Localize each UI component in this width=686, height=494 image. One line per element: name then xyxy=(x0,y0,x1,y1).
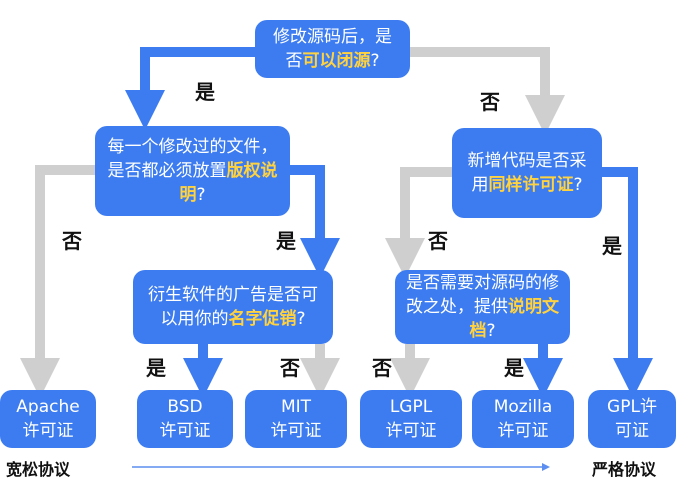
arrow-left-to-midleft xyxy=(290,165,340,278)
right-question-highlight: 同样许可证 xyxy=(488,175,574,195)
arrow-left-to-apache xyxy=(20,165,95,398)
bsd-license-box: BSD 许可证 xyxy=(137,390,233,448)
edge-label-right-gpl: 是 xyxy=(602,234,622,258)
edge-label-midright-mozilla: 是 xyxy=(504,356,524,380)
edge-label-midright-lgpl: 否 xyxy=(372,356,392,380)
mid-right-question-highlight: 说明文档 xyxy=(469,297,559,341)
lgpl-suffix: 许可证 xyxy=(385,421,437,441)
left-question-text: 每一个修改过的文件，是否都必须放置 xyxy=(107,137,278,181)
arrow-right-to-gpl xyxy=(602,167,653,398)
apache-license-box: Apache 许可证 xyxy=(0,390,96,448)
edge-label-mid-mit: 否 xyxy=(280,356,300,380)
mit-name: MIT xyxy=(280,397,312,417)
apache-suffix: 许可证 xyxy=(22,421,74,441)
edge-label-right-mid: 否 xyxy=(428,229,448,253)
arrow-right-to-midright xyxy=(385,167,452,278)
bsd-suffix: 许可证 xyxy=(159,421,211,441)
mid-right-question-mark: ? xyxy=(486,321,496,341)
edge-label-root-right: 否 xyxy=(480,90,500,114)
left-question-highlight: 版权说明 xyxy=(179,161,278,205)
left-question-mark: ? xyxy=(196,185,206,205)
mozilla-name: Mozilla xyxy=(493,397,553,417)
mid-left-question-box: 衍生软件的广告是否可以用你的名字促销? xyxy=(133,270,333,344)
mozilla-suffix: 许可证 xyxy=(497,421,549,441)
edge-label-left-apache: 否 xyxy=(62,229,82,253)
gpl-suffix: 可证 xyxy=(615,421,649,441)
apache-name: Apache xyxy=(16,397,80,417)
edge-label-root-left: 是 xyxy=(195,80,215,104)
edge-label-mid-bsd: 是 xyxy=(146,356,166,380)
root-question-highlight: 可以闭源 xyxy=(302,51,371,71)
left-question-box: 每一个修改过的文件，是否都必须放置版权说明? xyxy=(95,126,290,216)
mit-suffix: 许可证 xyxy=(270,421,322,441)
mozilla-license-box: Mozilla 许可证 xyxy=(472,390,574,448)
arrow-root-to-right xyxy=(410,47,565,135)
mid-left-question-text: 衍生软件的广告是否可以用你的 xyxy=(148,285,318,329)
gpl-name: GPL许 xyxy=(607,397,657,417)
lgpl-name: LGPL xyxy=(389,397,433,417)
root-question-mark: ? xyxy=(370,51,380,71)
mit-license-box: MIT 许可证 xyxy=(245,390,347,448)
mid-right-question-box: 是否需要对源码的修改之处，提供说明文档? xyxy=(395,270,570,344)
axis-label-strict: 严格协议 xyxy=(592,460,657,479)
arrow-root-to-left xyxy=(125,47,255,130)
root-question-text: 修改源码后，是否 xyxy=(273,27,392,71)
axis-label-permissive: 宽松协议 xyxy=(6,460,71,479)
right-question-box: 新增代码是否采用同样许可证? xyxy=(452,128,602,218)
edge-label-left-mid: 是 xyxy=(276,229,296,253)
mid-left-question-highlight: 名字促销 xyxy=(228,309,297,329)
lgpl-license-box: LGPL 许可证 xyxy=(360,390,462,448)
right-question-text: 新增代码是否采用 xyxy=(467,151,587,195)
gpl-license-box: GPL许可证 xyxy=(588,390,676,448)
mid-left-question-mark: ? xyxy=(296,309,306,329)
root-question-box: 修改源码后，是否可以闭源? xyxy=(255,20,410,78)
bsd-name: BSD xyxy=(167,397,203,417)
mid-right-question-text: 是否需要对源码的修改之处，提供 xyxy=(406,273,559,317)
right-question-mark: ? xyxy=(573,175,583,195)
